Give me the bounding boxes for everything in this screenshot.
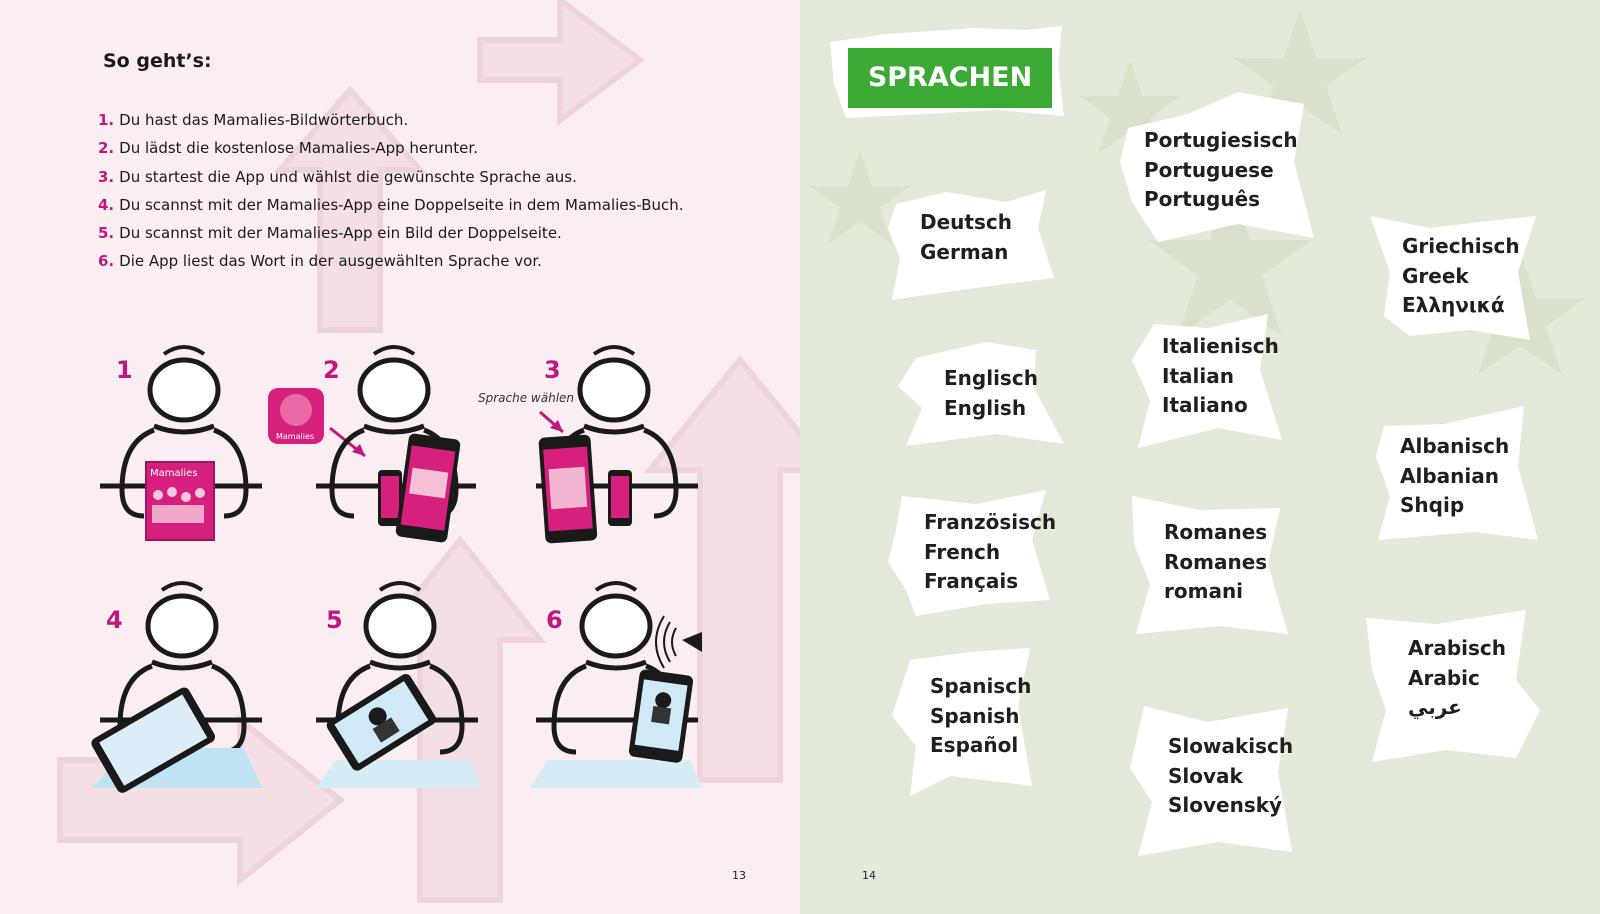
- left-page: So geht’s: 1.Du hast das Mamalies-Bildwö…: [0, 0, 800, 914]
- step-item: 4.Du scannst mit der Mamalies-App eine D…: [98, 195, 684, 214]
- illustration-step-5: 5: [316, 583, 482, 788]
- step-illustrations: 1 Mamalies 2 Mamalies: [91, 330, 702, 793]
- step-item: 3.Du startest die App und wählst die gew…: [98, 167, 577, 186]
- step-number: 4: [106, 606, 123, 634]
- illustration-step-4: 4: [91, 583, 262, 793]
- step-item: 6.Die App liest das Wort in der ausgewäh…: [98, 252, 542, 271]
- illustration-step-2: 2 Mamalies: [268, 347, 476, 543]
- illustration-step-1: 1 Mamalies: [100, 347, 262, 541]
- step-item: 2.Du lädst die kostenlose Mamalies-App h…: [98, 139, 478, 158]
- step-item: 5.Du scannst mit der Mamalies-App ein Bi…: [98, 224, 562, 243]
- step-number: 2: [323, 356, 340, 384]
- caption-choose-language: Sprache wählen: [478, 391, 574, 405]
- step-item: 1.Du hast das Mamalies-Bildwörterbuch.: [98, 111, 409, 129]
- app-icon-label: Mamalies: [276, 432, 314, 441]
- step-number: 1: [116, 356, 133, 384]
- book-title: Mamalies: [150, 468, 198, 479]
- step-number: 6: [546, 606, 563, 634]
- page-title: SPRACHEN: [867, 62, 1033, 93]
- illustration-step-6: 6: [530, 583, 702, 788]
- step-number: 3: [544, 356, 561, 384]
- instructions-heading: So geht’s:: [103, 50, 212, 72]
- instruction-steps: 1.Du hast das Mamalies-Bildwörterbuch. 2…: [98, 106, 684, 276]
- page-number-right: 14: [862, 869, 876, 882]
- illustration-step-3: 3 Sprache wählen: [478, 347, 698, 544]
- step-number: 5: [326, 606, 343, 634]
- page-number-left: 13: [732, 869, 746, 882]
